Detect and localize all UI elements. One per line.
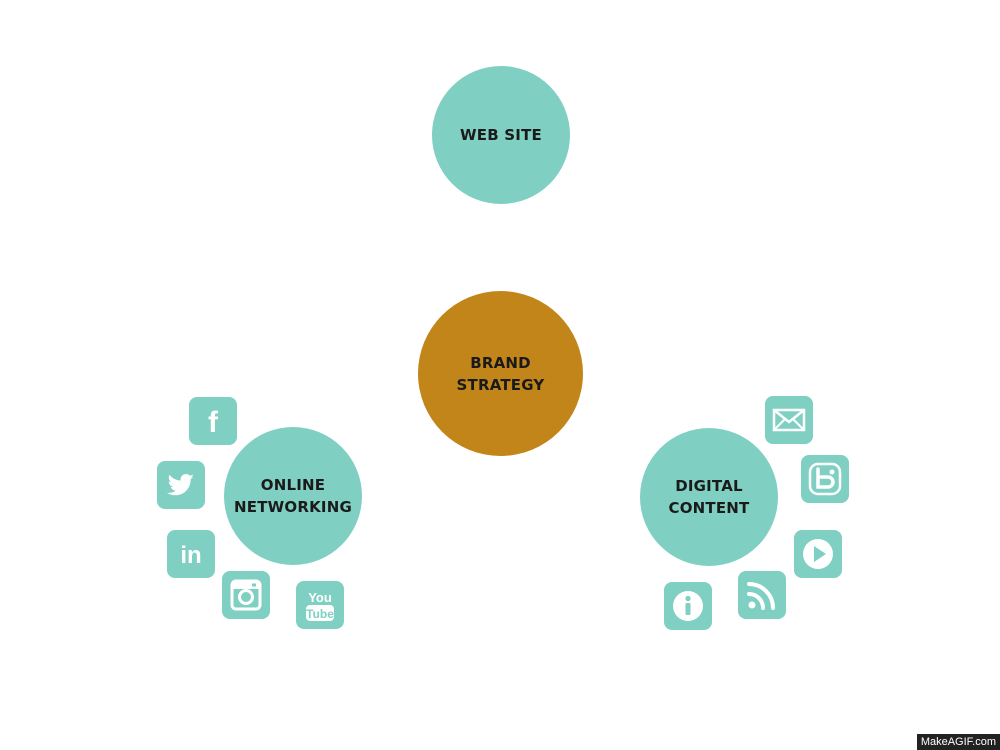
facebook-icon-glyph: f (208, 406, 219, 439)
facebook-icon: f (189, 397, 237, 445)
node-digital-content-label-line1: DIGITAL (675, 477, 743, 495)
node-brand-strategy-label-line2: STRATEGY (456, 375, 545, 394)
linkedin-icon: in (167, 530, 215, 578)
youtube-icon-top-glyph: You (308, 590, 332, 605)
mail-icon (765, 396, 813, 444)
instagram-icon (222, 571, 270, 619)
node-brand-strategy-label-line1: BRAND (470, 353, 531, 372)
node-web-site-label: WEB SITE (460, 126, 542, 144)
blogger-icon (801, 455, 849, 503)
twitter-icon (157, 461, 205, 509)
linkedin-icon-glyph: in (180, 542, 201, 569)
node-brand-strategy: BRAND STRATEGY (418, 291, 583, 456)
node-online-networking-label-line1: ONLINE (260, 476, 326, 494)
info-icon (664, 582, 712, 630)
node-online-networking: ONLINE NETWORKING (224, 427, 362, 565)
node-digital-content: DIGITAL CONTENT (640, 428, 778, 566)
watermark: MakeAGIF.com (916, 734, 1000, 750)
play-icon (794, 530, 842, 578)
rss-icon (738, 571, 786, 619)
node-online-networking-label-line2: NETWORKING (234, 498, 352, 516)
youtube-icon-bottom-glyph: Tube (306, 607, 334, 621)
node-digital-content-label-line2: CONTENT (668, 499, 750, 517)
youtube-icon: You Tube (296, 581, 344, 629)
node-web-site: WEB SITE (432, 66, 570, 204)
